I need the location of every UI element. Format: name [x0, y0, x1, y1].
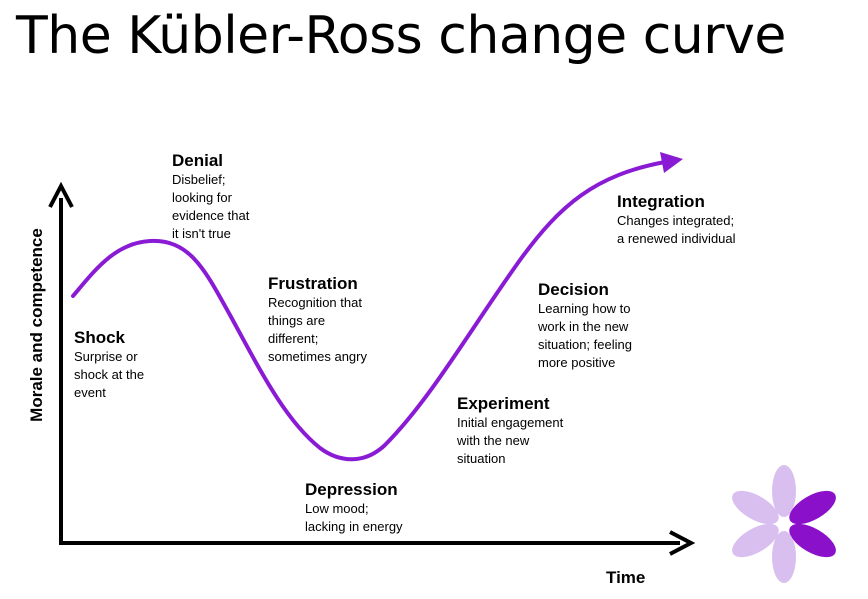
stage-description: Learning how to work in the new situatio…	[538, 301, 632, 370]
change-curve	[71, 160, 667, 462]
stage-name: Denial	[172, 151, 224, 170]
stage-name: Frustration	[268, 274, 358, 293]
y-axis-label: Morale and competence	[27, 228, 46, 422]
stage-name: Depression	[305, 480, 398, 499]
x-axis-arrowhead	[669, 530, 696, 556]
stage-decision: Decision Learning how to work in the new…	[538, 279, 632, 372]
stage-description: Recognition that things are different; s…	[268, 295, 367, 364]
diagram-title: The Kübler-Ross change curve	[16, 6, 786, 66]
stage-integration: Integration Changes integrated; a renewe…	[617, 191, 736, 248]
stage-name: Experiment	[457, 394, 550, 413]
stage-description: Disbelief; looking for evidence that it …	[172, 172, 250, 241]
curve-arrowhead	[660, 152, 683, 173]
stage-name: Decision	[538, 280, 609, 299]
stage-name: Shock	[74, 328, 126, 347]
stage-frustration: Frustration Recognition that things are …	[268, 273, 367, 366]
stage-description: Low mood; lacking in energy	[305, 501, 403, 534]
stage-description: Changes integrated; a renewed individual	[617, 213, 736, 246]
stage-depression: Depression Low mood; lacking in energy	[305, 479, 403, 536]
stage-shock: Shock Surprise or shock at the event	[74, 327, 144, 402]
y-axis-arrowhead	[48, 181, 74, 208]
stage-experiment: Experiment Initial engagement with the n…	[457, 393, 563, 468]
stage-description: Surprise or shock at the event	[74, 349, 145, 400]
flower-logo-icon	[732, 465, 836, 583]
stage-description: Initial engagement with the new situatio…	[457, 415, 564, 466]
stage-denial: Denial Disbelief; looking for evidence t…	[172, 150, 249, 243]
stage-name: Integration	[617, 192, 705, 211]
x-axis-label: Time	[606, 568, 646, 587]
